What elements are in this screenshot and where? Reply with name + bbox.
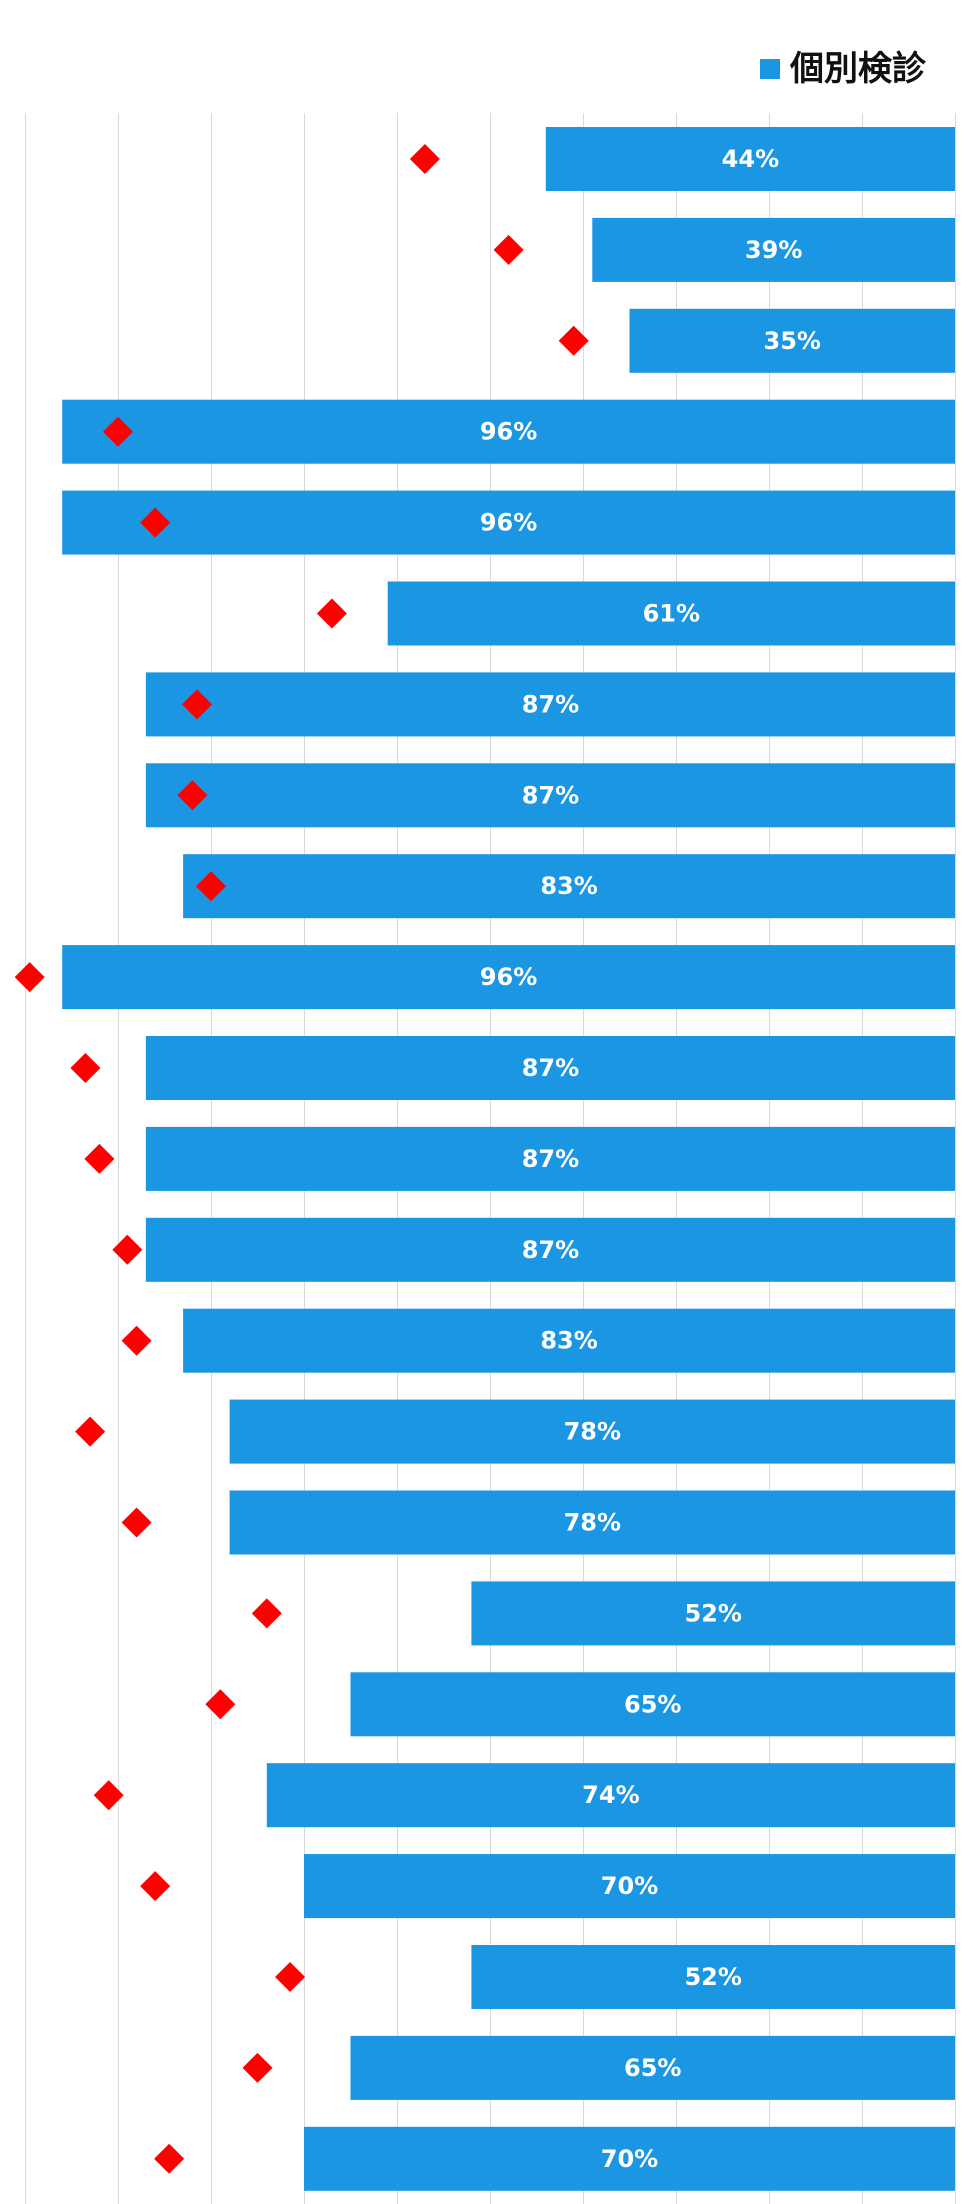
bar [145, 1126, 955, 1191]
marker-point [409, 144, 440, 174]
bar [145, 1036, 955, 1100]
marker-point [154, 2143, 185, 2174]
marker-point [103, 416, 133, 447]
bar-label: 96% [480, 963, 537, 991]
bar-label: 35% [764, 327, 821, 355]
bar [62, 399, 955, 464]
bar-label: 74% [582, 1781, 639, 1809]
bar [229, 1490, 956, 1555]
bar [304, 2126, 955, 2191]
bar-label: 83% [540, 1327, 597, 1355]
bar-label: 87% [522, 1145, 579, 1173]
marker-point [112, 1234, 143, 1265]
marker-point [558, 325, 589, 356]
bar [266, 1763, 955, 1828]
legend-label: 個別検診 [790, 49, 926, 89]
bar-label: 65% [624, 1690, 681, 1718]
bar-label: 87% [522, 1236, 579, 1264]
bar-label: 70% [601, 1872, 658, 1900]
marker-point [140, 507, 171, 538]
marker-point [93, 1780, 124, 1811]
bar-label: 87% [522, 690, 579, 718]
bar-label: 52% [684, 1963, 741, 1991]
marker-point [275, 1962, 306, 1992]
bar-label: 78% [564, 1418, 621, 1446]
bar [183, 854, 956, 919]
bar [545, 127, 955, 191]
marker-point [182, 689, 213, 720]
legend-swatch [760, 59, 780, 79]
marker-point [14, 962, 45, 993]
marker-point [177, 780, 208, 811]
bar [145, 672, 955, 737]
bar [387, 581, 955, 646]
bar-label: 87% [522, 781, 579, 809]
marker-point [70, 1053, 101, 1083]
marker-point [121, 1325, 152, 1356]
bar-label: 52% [684, 1599, 741, 1627]
bar [62, 945, 955, 1010]
bar [592, 217, 955, 282]
bar [350, 2035, 955, 2100]
marker-point [140, 1871, 171, 1902]
bar-label: 87% [522, 1054, 579, 1082]
marker-point [121, 1507, 152, 1538]
marker-point [205, 1689, 236, 1720]
bar [183, 1308, 956, 1373]
marker-point [84, 1143, 115, 1174]
bar-label: 61% [643, 600, 700, 628]
bar-label: 70% [601, 2145, 658, 2173]
bar-label: 65% [624, 2054, 681, 2082]
legend: 個別検診 [760, 46, 926, 92]
bar-label: 44% [722, 145, 779, 173]
bar-label: 83% [540, 872, 597, 900]
bar [629, 308, 955, 373]
bar [350, 1672, 955, 1737]
bar [304, 1854, 955, 1919]
bar-label: 78% [564, 1509, 621, 1537]
marker-point [251, 1598, 282, 1629]
bar [62, 490, 955, 555]
bar [471, 1945, 955, 2009]
marker-point [75, 1416, 106, 1447]
bar-label: 96% [480, 509, 537, 537]
bar-label: 39% [745, 236, 802, 264]
bar [229, 1399, 956, 1464]
marker-point [316, 598, 347, 629]
marker-point [242, 2052, 273, 2083]
marker-point [196, 871, 226, 902]
bar-label: 96% [480, 418, 537, 446]
bar [145, 763, 955, 828]
bar [471, 1581, 955, 1646]
marker-point [493, 234, 524, 265]
bar [145, 1217, 955, 1282]
